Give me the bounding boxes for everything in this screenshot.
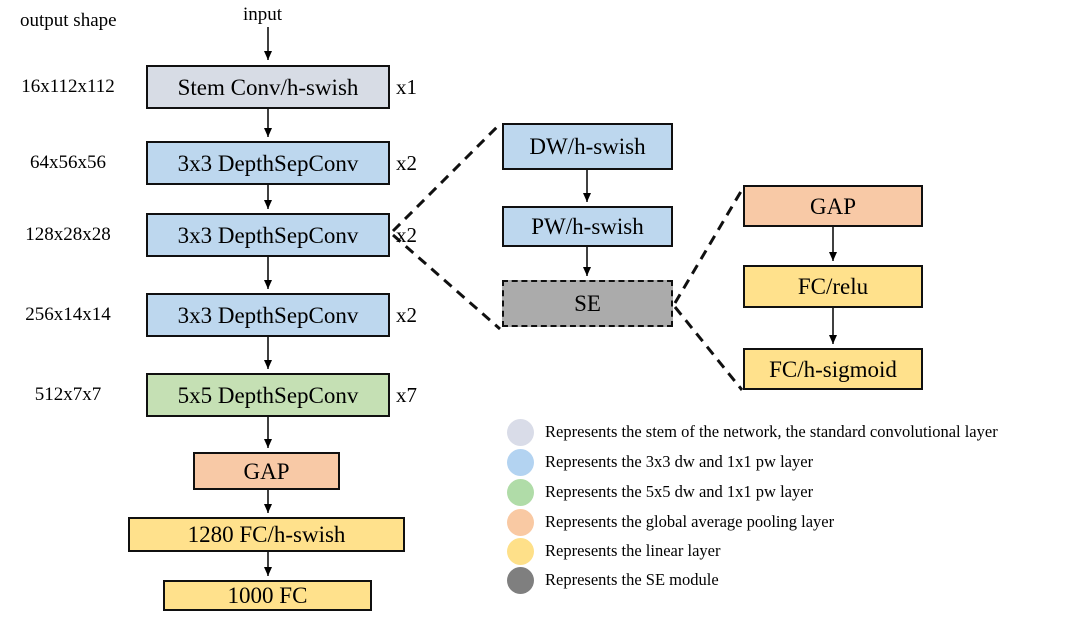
fc-1000-box: 1000 FC <box>163 580 372 611</box>
shape-label-block2: 128x28x28 <box>25 224 111 245</box>
legend-swatch-3x3 <box>507 448 534 476</box>
legend-item-5x5: Represents the 5x5 dw and 1x1 pw layer <box>507 478 813 506</box>
se-box: SE <box>502 280 673 327</box>
fc-hsigmoid-box: FC/h-sigmoid <box>743 348 923 390</box>
legend-label-gap: Represents the global average pooling la… <box>545 512 835 531</box>
output-shape-column-label: output shape <box>20 10 117 31</box>
legend-item-se: Represents the SE module <box>507 566 719 594</box>
shape-label-block3: 256x14x14 <box>25 304 111 325</box>
legend-label-stem: Represents the stem of the network, the … <box>545 422 998 441</box>
legend-swatch-se <box>507 566 534 594</box>
stem-conv-box: Stem Conv/h-swish <box>146 65 390 109</box>
repeat-label-x7: x7 <box>396 383 417 407</box>
shape-label-block4: 512x7x7 <box>34 384 102 405</box>
depthsepconv-5x5-box: 5x5 DepthSepConv <box>146 373 390 417</box>
pw-box: PW/h-swish <box>502 206 673 247</box>
legend-item-linear: Represents the linear layer <box>507 537 720 565</box>
repeat-label-x2-a: x2 <box>396 151 417 175</box>
depthsepconv-3x3-box-1: 3x3 DepthSepConv <box>146 141 390 185</box>
input-label: input <box>243 4 283 25</box>
shape-label-block1: 64x56x56 <box>30 152 106 173</box>
repeat-label-x2-b: x2 <box>396 223 417 247</box>
legend-label-3x3: Represents the 3x3 dw and 1x1 pw layer <box>545 452 814 471</box>
repeat-label-x1: x1 <box>396 75 417 99</box>
depthsepconv-3x3-box-2: 3x3 DepthSepConv <box>146 213 390 257</box>
gap-box: GAP <box>193 452 340 490</box>
legend-swatch-5x5 <box>507 478 534 506</box>
shape-label-stem: 16x112x112 <box>21 76 115 97</box>
se-gap-box: GAP <box>743 185 923 227</box>
fc-relu-box: FC/relu <box>743 265 923 308</box>
dw-box: DW/h-swish <box>502 123 673 170</box>
legend-item-stem: Represents the stem of the network, the … <box>507 418 998 446</box>
depthsepconv-3x3-box-3: 3x3 DepthSepConv <box>146 293 390 337</box>
repeat-label-x2-c: x2 <box>396 303 417 327</box>
legend-item-3x3: Represents the 3x3 dw and 1x1 pw layer <box>507 448 813 476</box>
legend-item-gap: Represents the global average pooling la… <box>507 508 834 536</box>
legend-label-linear: Represents the linear layer <box>545 541 721 560</box>
legend-swatch-linear <box>507 537 534 565</box>
fc-1280-box: 1280 FC/h-swish <box>128 517 405 552</box>
legend-swatch-stem <box>507 418 534 446</box>
legend-swatch-gap <box>507 508 534 536</box>
legend-label-se: Represents the SE module <box>545 570 719 589</box>
legend-label-5x5: Represents the 5x5 dw and 1x1 pw layer <box>545 482 814 501</box>
